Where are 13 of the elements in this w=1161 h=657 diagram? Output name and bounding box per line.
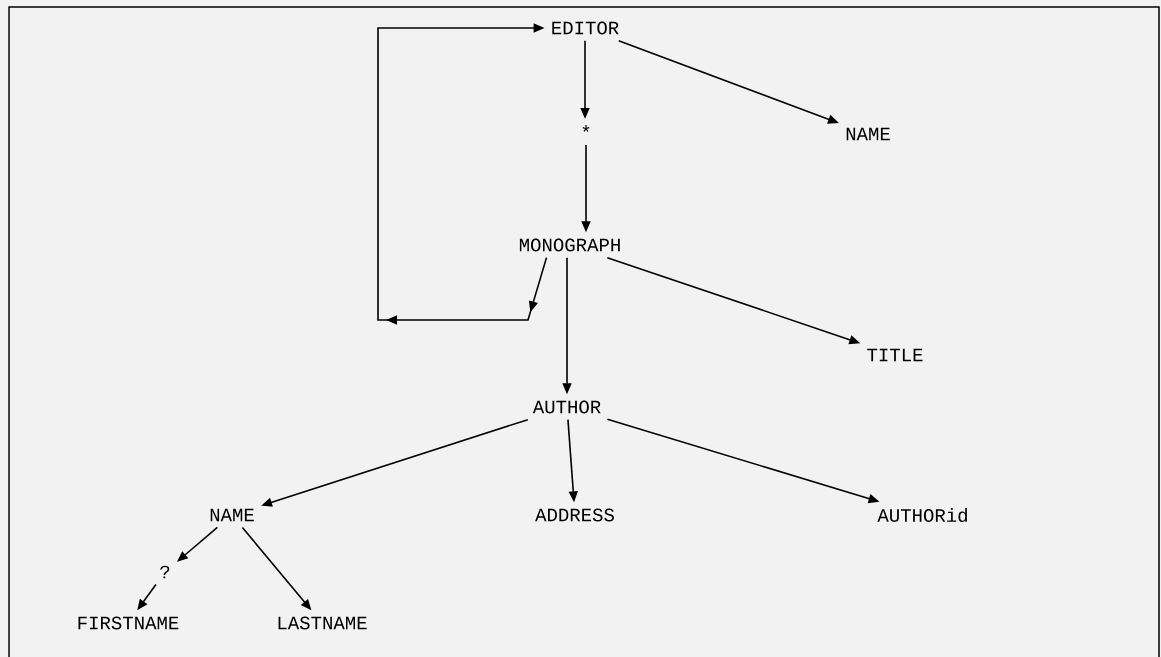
arrow bbox=[377, 23, 548, 325]
element-label: NAME bbox=[210, 508, 254, 522]
element-label: AUTHORid bbox=[877, 508, 967, 522]
element-label: TITLE bbox=[867, 348, 923, 362]
element-label: LASTNAME bbox=[278, 616, 367, 630]
element-label: NAME bbox=[846, 127, 890, 141]
element-label: FIRSTNAME bbox=[78, 616, 179, 630]
element-label: ? bbox=[160, 565, 170, 579]
element-label: ADDRESS bbox=[535, 508, 614, 522]
element-label: * bbox=[582, 125, 590, 132]
element-label: EDITOR bbox=[552, 21, 619, 35]
element-label: MONOGRAPH bbox=[519, 238, 620, 252]
element-label: AUTHOR bbox=[532, 400, 601, 414]
